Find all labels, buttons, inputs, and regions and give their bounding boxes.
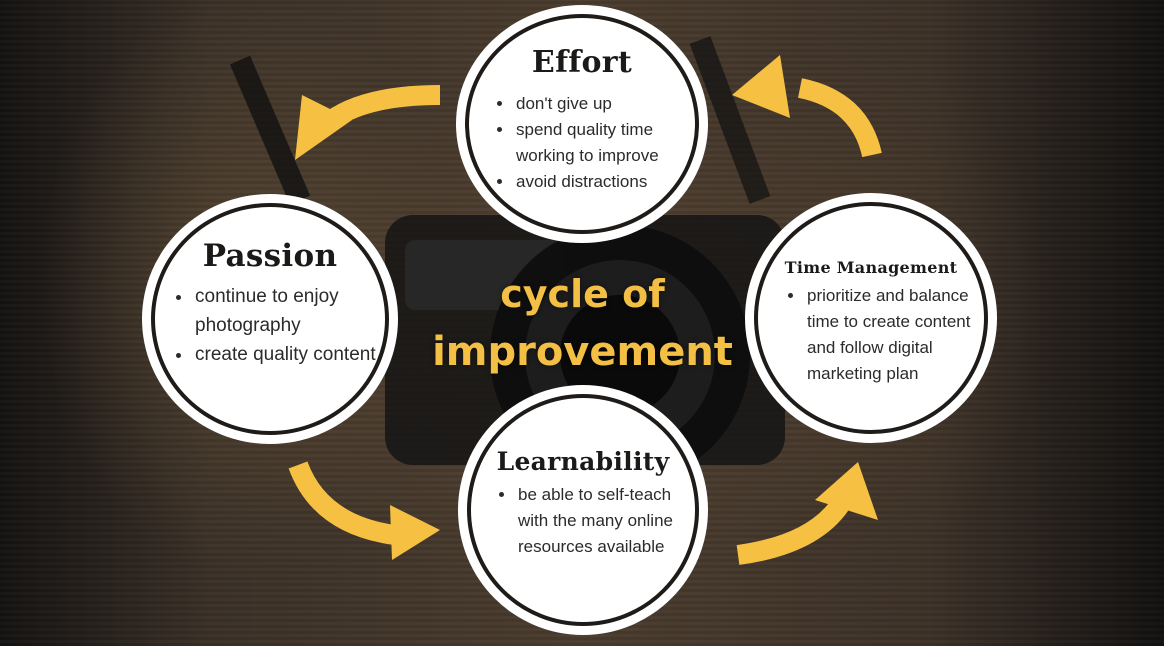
learnability-ring — [467, 394, 699, 626]
effort-bullets: don't give up spend quality time working… — [496, 91, 694, 195]
effort-bullet: avoid distractions — [514, 169, 694, 195]
effort-ring — [465, 14, 699, 234]
arrow-learnability-to-time-management — [736, 462, 878, 565]
arrow-time-management-to-effort — [732, 55, 882, 158]
time-management-node: Time Management prioritize and balance t… — [745, 193, 997, 443]
effort-bullet: spend quality time working to improve — [514, 117, 694, 169]
passion-node: Passion continue to enjoy photography cr… — [142, 194, 398, 444]
center-title-line2: improvement — [432, 329, 733, 375]
learnability-node: Learnability be able to self-teach with … — [458, 385, 708, 635]
passion-title: Passion — [202, 238, 338, 274]
passion-bullets: continue to enjoy photography create qua… — [175, 282, 383, 369]
arrow-passion-to-learnability — [288, 461, 440, 560]
passion-bullet: create quality content — [193, 340, 383, 369]
effort-bullet: don't give up — [514, 91, 694, 117]
passion-bullet: continue to enjoy photography — [193, 282, 383, 340]
time-management-ring — [754, 202, 988, 434]
effort-title: Effort — [531, 45, 633, 80]
learnability-bullets: be able to self-teach with the many onli… — [498, 482, 696, 560]
time-management-title: Time Management — [784, 258, 958, 277]
time-management-bullets: prioritize and balance time to create co… — [787, 283, 980, 387]
learnability-title: Learnability — [496, 447, 670, 476]
time-management-bullet: prioritize and balance time to create co… — [805, 283, 980, 387]
learnability-bullet: be able to self-teach with the many onli… — [516, 482, 696, 560]
effort-node: Effort don't give up spend quality time … — [456, 5, 708, 243]
center-title-line1: cycle of — [500, 272, 665, 316]
arrow-effort-to-passion — [295, 85, 441, 160]
passion-ring — [151, 203, 389, 435]
